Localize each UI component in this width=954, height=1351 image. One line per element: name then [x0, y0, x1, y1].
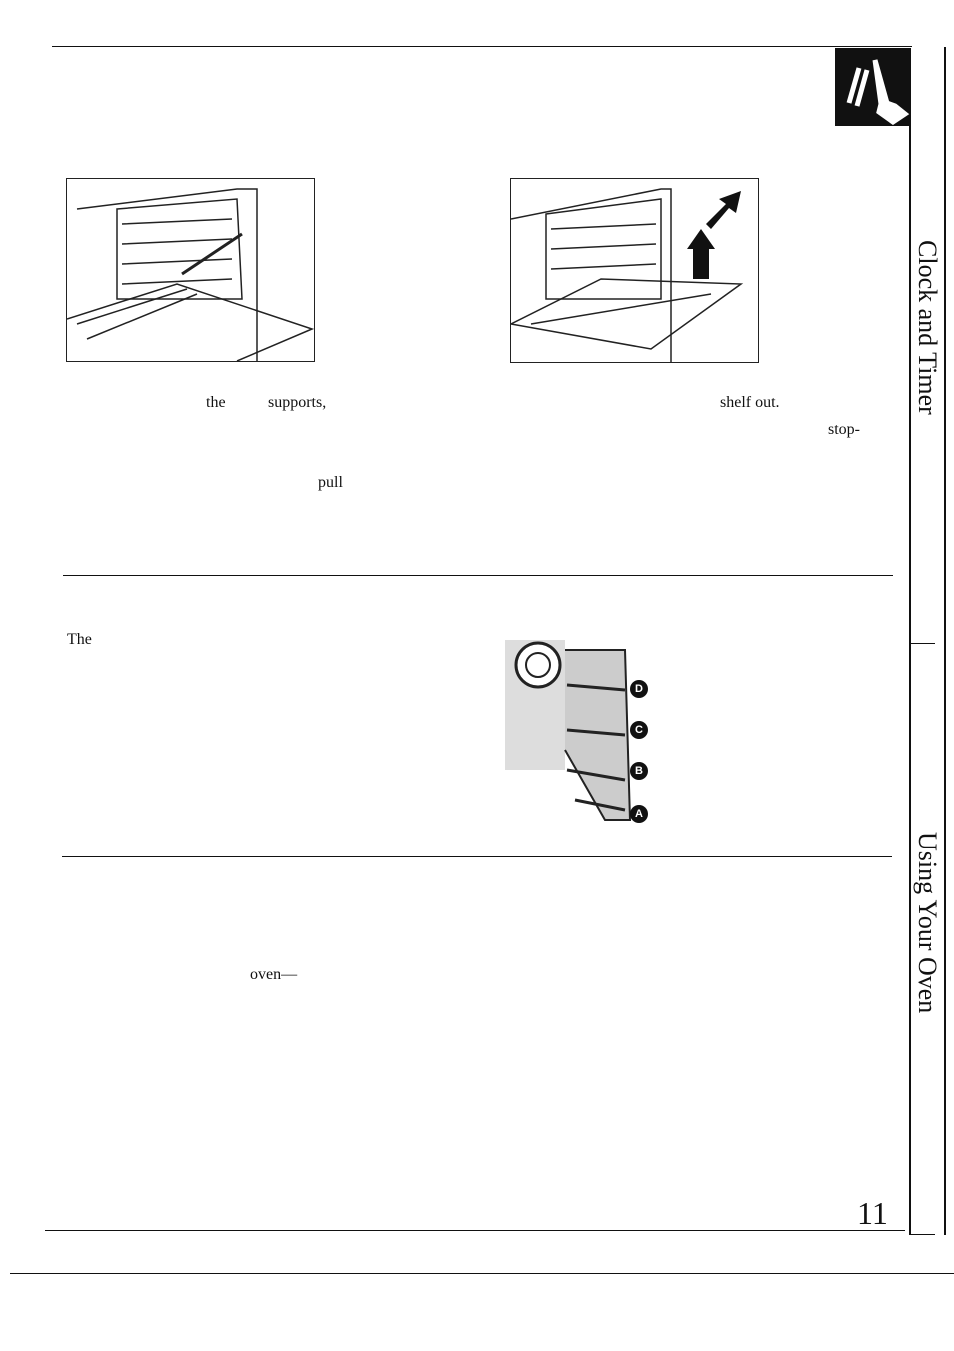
- text-fragment: The: [67, 631, 92, 648]
- text-fragment: the: [206, 394, 226, 411]
- rack-label-c: C: [630, 721, 648, 739]
- section-rule-2: [62, 856, 892, 857]
- sidebar-tab-using-oven: Using Your Oven: [913, 832, 942, 1014]
- text-fragment: oven—: [250, 966, 298, 983]
- rack-positions-illustration: D C B A: [505, 630, 650, 828]
- text-fragment: supports,: [268, 394, 327, 411]
- text-fragment: pull: [318, 474, 343, 491]
- rack-label-d: D: [630, 680, 648, 698]
- top-rule: [52, 46, 912, 47]
- bottom-tick: [910, 1234, 935, 1235]
- tab-separator: [910, 643, 935, 644]
- sidebar-tab-clock-timer: Clock and Timer: [913, 240, 942, 415]
- text-fragment: stop-: [828, 421, 860, 438]
- rack-label-b: B: [630, 762, 648, 780]
- page-edge-rule: [10, 1273, 954, 1274]
- tab-divider: [909, 125, 911, 1235]
- text-fragment: shelf out.: [720, 394, 780, 411]
- shelf-insert-illustration: [66, 178, 315, 362]
- shelf-remove-illustration: [510, 178, 759, 363]
- right-border: [944, 47, 946, 1235]
- rack-label-a: A: [630, 805, 648, 823]
- bottom-rule: [45, 1230, 905, 1231]
- section-rule-1: [63, 575, 893, 576]
- page-number: 11: [857, 1195, 888, 1231]
- hand-icon: [835, 48, 911, 126]
